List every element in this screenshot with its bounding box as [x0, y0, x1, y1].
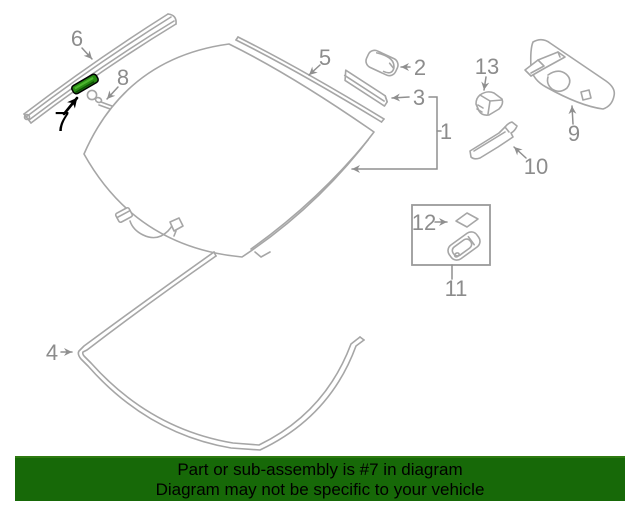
- banner-line-1: Part or sub-assembly is #7 in diagram: [177, 460, 463, 479]
- spacer-pad-12: [455, 212, 479, 228]
- callout-labels: 1 2 3 4 5 6 7 8 9 10 11 12 13: [46, 26, 580, 365]
- callout-5: 5: [319, 45, 331, 70]
- callout-12: 12: [412, 210, 436, 235]
- banner-line-2: Diagram may not be specific to your vehi…: [155, 480, 485, 499]
- windshield-outside-molding: [77, 251, 365, 451]
- callout-6: 6: [71, 26, 83, 51]
- callout-3: 3: [413, 85, 425, 110]
- leader-lines: [60, 47, 577, 356]
- windshield-glass: [83, 43, 375, 258]
- upper-reveal-molding: [235, 36, 385, 123]
- highlighted-clip-7: [71, 73, 99, 95]
- spacer-bar-3: [343, 69, 388, 107]
- callout-2: 2: [414, 55, 426, 80]
- callout-8: 8: [117, 65, 129, 90]
- callout-4: 4: [46, 340, 58, 365]
- roof-molding-strip: [23, 13, 177, 124]
- clip-2: [365, 49, 399, 77]
- bracket-cover-13: [475, 91, 504, 116]
- spacer-kit-box: [411, 204, 491, 280]
- rear-view-mirror: [524, 38, 616, 110]
- callout-10: 10: [524, 154, 548, 179]
- callout-11: 11: [445, 276, 468, 301]
- glass-stopper: [447, 231, 481, 261]
- callout-7-highlighted: 7: [54, 106, 70, 137]
- callout-9: 9: [568, 121, 580, 146]
- mirror-cover-10: [469, 121, 518, 160]
- mirror-mount-wire: [114, 206, 184, 239]
- notice-banner: Part or sub-assembly is #7 in diagram Di…: [15, 456, 625, 501]
- callout-1: 1: [440, 119, 452, 144]
- highlight-arrow: [62, 96, 79, 116]
- callout-13: 13: [475, 54, 499, 79]
